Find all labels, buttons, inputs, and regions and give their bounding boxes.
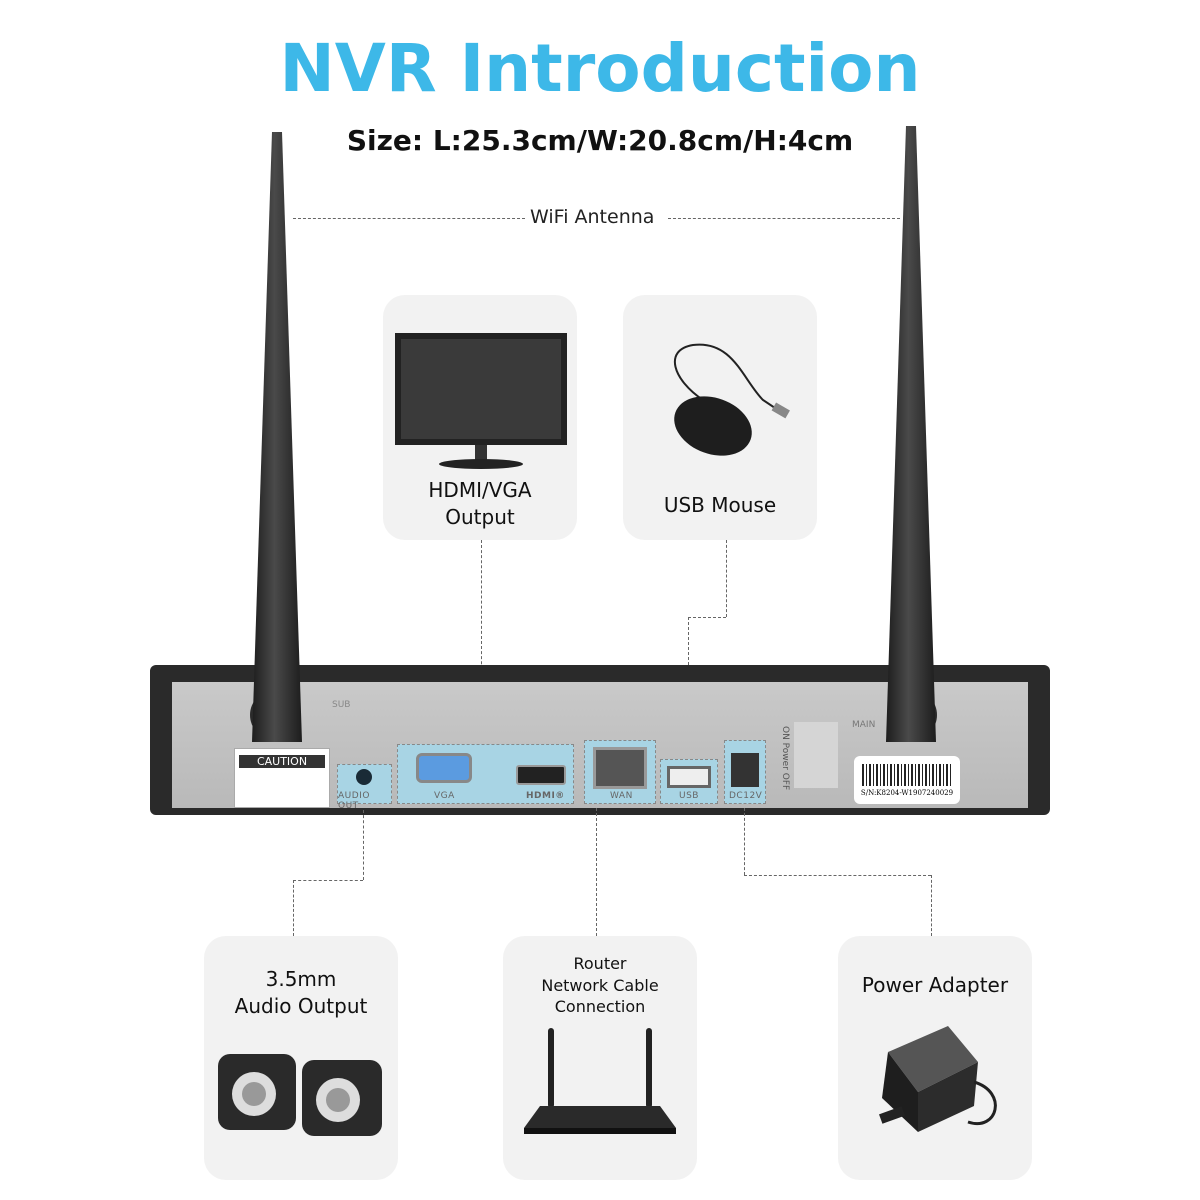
serial-barcode: S/N:K8204-W1907240029 [854,756,960,804]
card-label: Connection [554,997,646,1017]
connector-line [596,808,597,936]
page-title: NVR Introduction [279,30,921,107]
port-label: USB [679,791,699,801]
caution-text: CAUTION [239,755,325,768]
main-antenna-label: MAIN [852,720,876,730]
card-label: Router [573,954,627,973]
connector-line [688,617,726,618]
monitor-icon [395,333,567,469]
port-label: HDMI® [526,791,565,801]
audio-out-port: AUDIO OUT [337,764,392,811]
sub-antenna-label: SUB [332,700,351,710]
power-adapter-icon [879,1026,997,1132]
connector-line [744,875,931,876]
connector-line [293,218,525,219]
mouse-icon [673,343,790,456]
port-label: VGA [434,791,455,801]
caution-label: CAUTION [234,748,330,808]
usb-mouse-card: USB Mouse [623,295,817,540]
connector-line [293,880,294,936]
card-label: 3.5mm [265,967,337,991]
usb-port: USB [660,759,718,804]
serial-number: S/N:K8204-W1907240029 [860,789,954,797]
connector-line [293,880,363,881]
rear-panel: SUB MAIN CAUTION AUDIO OUT VGA HDMI® WAN… [172,682,1028,811]
connector-line [931,875,932,936]
connector-line [363,810,364,880]
port-label: WAN [610,791,633,801]
port-label: DC12V [729,791,763,801]
power-switch-label: ON Power OFF [780,726,790,791]
wan-port: WAN [584,740,656,804]
wifi-antenna-left [252,132,302,742]
connector-line [668,218,900,219]
connector-line [726,540,727,617]
card-label: Network Cable [541,975,659,995]
card-label: Power Adapter [861,973,1009,997]
port-label: AUDIO OUT [338,791,370,811]
wifi-antenna-label: WiFi Antenna [525,206,660,228]
connector-line [481,540,482,745]
power-switch [794,722,838,788]
card-label: Audio Output [234,994,368,1018]
power-adapter-card: Power Adapter [838,936,1032,1180]
dc-power-port: DC12V [724,740,766,804]
card-label: Output [445,505,515,529]
hdmi-vga-card: HDMI/VGA Output [383,295,577,540]
card-label: HDMI/VGA [428,478,532,502]
router-icon [524,1028,676,1134]
vga-hdmi-ports: VGA HDMI® [397,744,574,804]
size-spec: Size: L:25.3cm/W:20.8cm/H:4cm [346,124,854,157]
card-label: USB Mouse [663,493,777,517]
speakers-icon [218,1054,382,1136]
connector-line [744,808,745,875]
